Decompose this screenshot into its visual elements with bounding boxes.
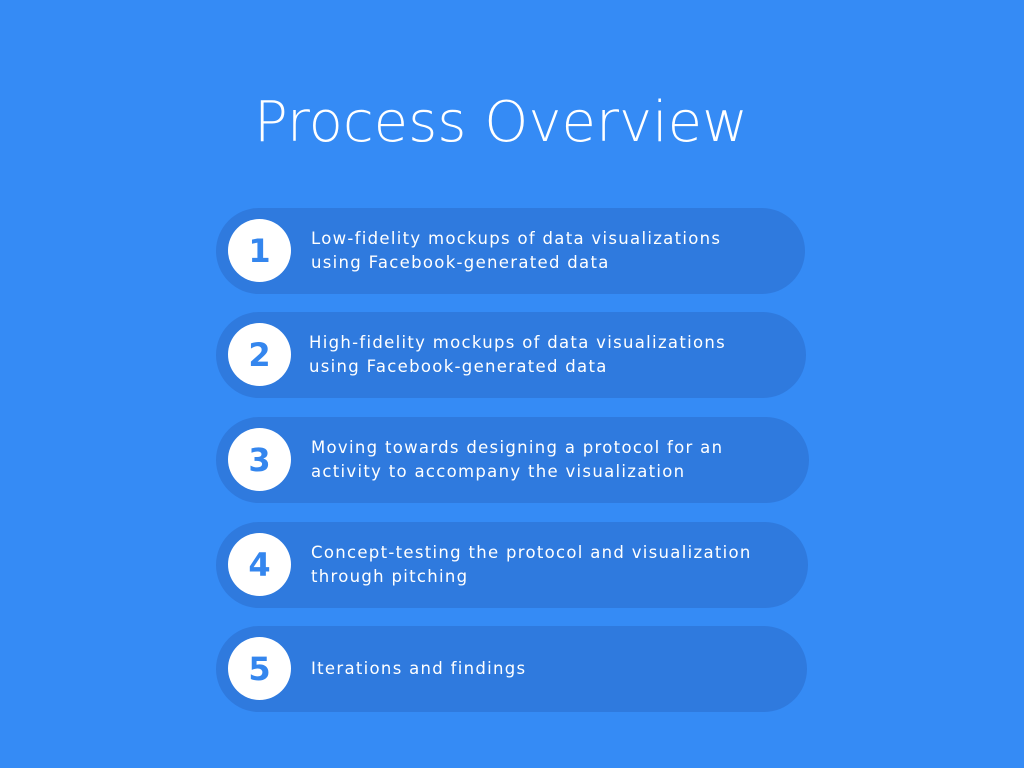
step-number-badge: 1 (228, 219, 291, 282)
step-number: 4 (248, 545, 271, 584)
step-description: Moving towards designing a protocol for … (311, 438, 724, 481)
step-number: 1 (248, 231, 271, 270)
process-step-5: 5 Iterations and findings (216, 626, 807, 712)
step-description: Iterations and findings (311, 659, 527, 678)
process-step-4: 4 Concept-testing the protocol and visua… (216, 522, 808, 608)
step-number: 3 (248, 440, 271, 479)
process-step-2: 2 High-fidelity mockups of data visualiz… (216, 312, 806, 398)
step-number: 2 (248, 335, 271, 374)
step-number-badge: 2 (228, 323, 291, 386)
process-step-1: 1 Low-fidelity mockups of data visualiza… (216, 208, 805, 294)
step-number-badge: 3 (228, 428, 291, 491)
step-description: Low-fidelity mockups of data visualizati… (311, 229, 722, 272)
step-description: High-fidelity mockups of data visualizat… (309, 333, 727, 376)
step-number: 5 (248, 649, 271, 688)
process-step-3: 3 Moving towards designing a protocol fo… (216, 417, 809, 503)
step-number-badge: 5 (228, 637, 291, 700)
step-number-badge: 4 (228, 533, 291, 596)
page-title: Process Overview (254, 90, 748, 155)
step-description: Concept-testing the protocol and visuali… (311, 543, 752, 586)
